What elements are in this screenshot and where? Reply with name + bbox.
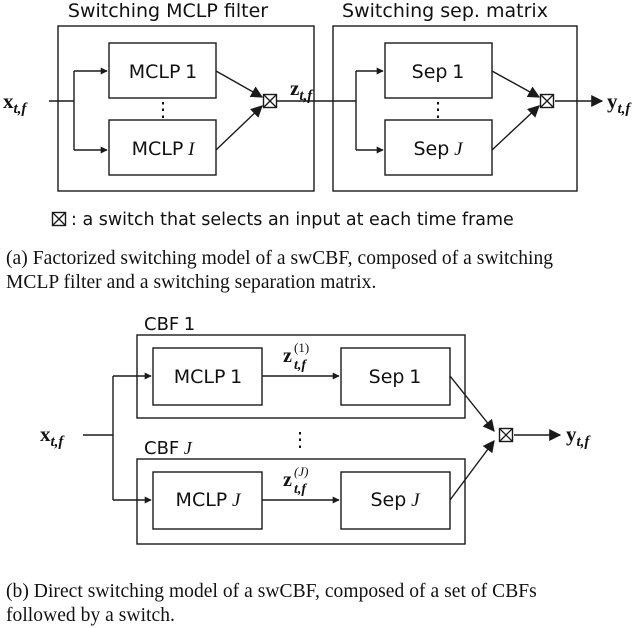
arrow-sep-j-to-switch xyxy=(491,105,540,151)
sep-j-block-b xyxy=(340,471,451,530)
switch-icon xyxy=(262,93,278,109)
switching-mclp-filter-box xyxy=(57,25,315,192)
input-x-label-b: xt,f xyxy=(40,422,65,450)
mclp-i-label: MCLP I xyxy=(132,138,196,160)
mclp-1-label-b: MCLP 1 xyxy=(174,366,243,388)
switch-legend-text: : a switch that selects an input at each… xyxy=(71,210,514,230)
switching-sep-matrix-box xyxy=(332,25,578,192)
mid-z-label: zt,f xyxy=(290,76,314,104)
arrow-sep-1-to-switch-b xyxy=(449,375,495,432)
arrow-mclp-i-to-switch xyxy=(215,105,263,151)
sep-j-label-b: Sep J xyxy=(371,489,422,511)
cbf-j-box xyxy=(136,458,466,545)
switch-icon xyxy=(539,93,555,109)
input-x-label: xt,f xyxy=(3,89,28,117)
cbf-j-title: CBF J xyxy=(144,438,193,459)
caption-a-line-2: MCLP filter and a switching separation m… xyxy=(6,272,377,293)
arrow-mclp-1-to-switch xyxy=(215,70,264,98)
part-b-diagram xyxy=(83,334,562,545)
sep-j-label: Sep J xyxy=(414,138,465,160)
arrow-sep-j-to-switch-b xyxy=(449,440,495,501)
caption-b-line-1: (b) Direct switching model of a swCBF, c… xyxy=(6,581,537,602)
sep-1-label-b: Sep 1 xyxy=(369,366,422,388)
switching-sep-matrix-title: Switching sep. matrix xyxy=(342,0,548,22)
output-y-label-b: yt,f xyxy=(566,422,591,450)
switch-icon xyxy=(498,427,514,443)
caption-a-line-1: (a) Factorized switching model of a swCB… xyxy=(6,248,554,269)
sep-1-block xyxy=(384,42,493,99)
sep-1-label: Sep 1 xyxy=(412,61,465,83)
mclp-1-block xyxy=(108,42,217,99)
sep-j-block xyxy=(384,119,493,176)
cbf-ellipsis: ⋮ xyxy=(290,429,310,451)
mclp-j-label-b: MCLP J xyxy=(176,489,242,511)
mclp-i-block xyxy=(108,119,217,176)
output-y-label: yt,f xyxy=(607,89,632,117)
mclp-ellipsis: ⋮ xyxy=(153,99,173,121)
switching-mclp-filter-title: Switching MCLP filter xyxy=(68,0,268,22)
cbf-1-title: CBF 1 xyxy=(144,314,195,335)
z-j-label: z (J) t,f xyxy=(283,463,312,497)
z-1-label: z (1) t,f xyxy=(283,339,313,373)
caption-b-line-2: followed by a switch. xyxy=(6,605,175,626)
mclp-1-label: MCLP 1 xyxy=(129,61,198,83)
switch-legend-icon xyxy=(51,211,67,227)
part-a-diagram xyxy=(49,25,604,192)
arrow-sep-1-to-switch xyxy=(491,70,541,98)
sep-ellipsis: ⋮ xyxy=(428,99,448,121)
